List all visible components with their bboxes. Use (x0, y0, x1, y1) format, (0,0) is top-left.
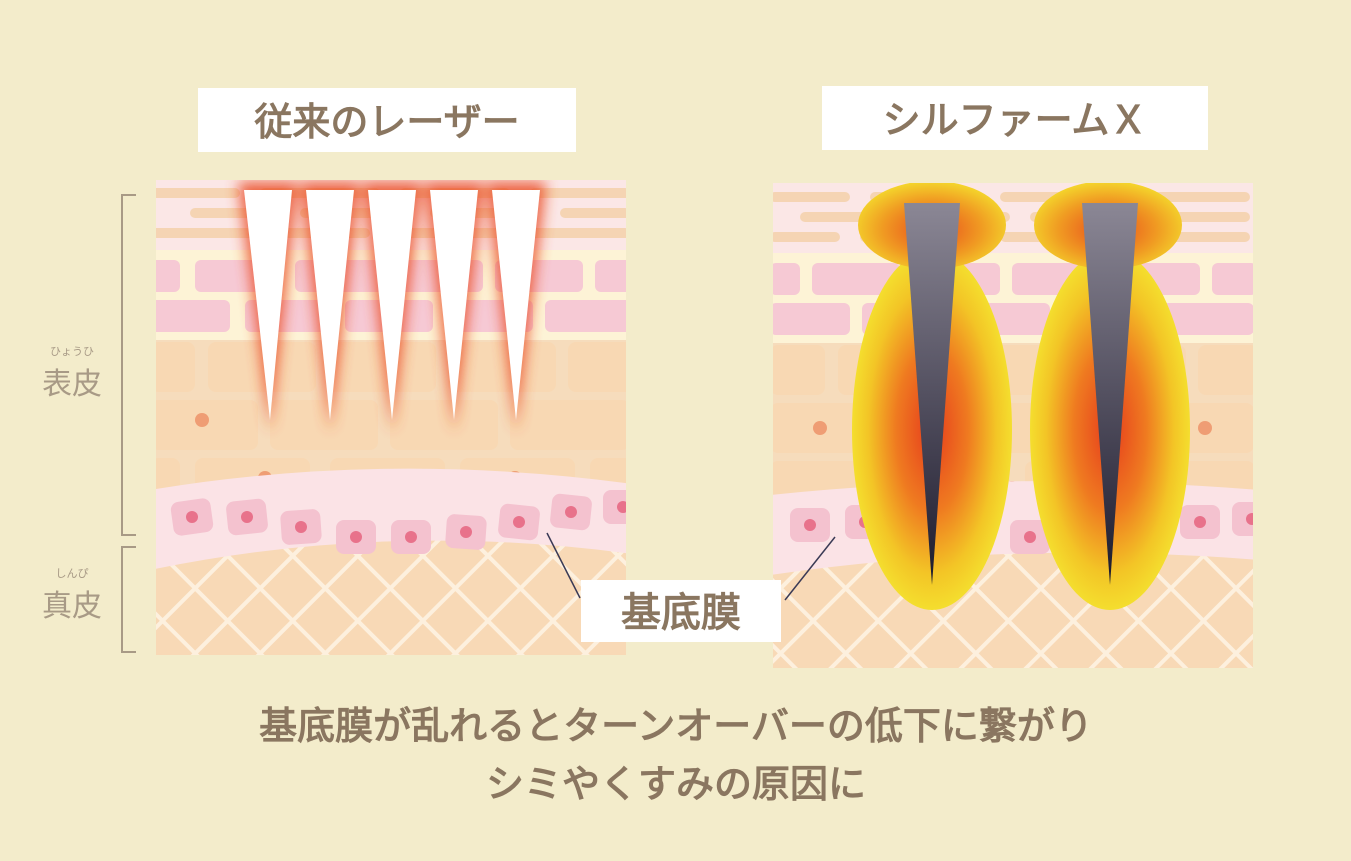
microneedle-1 (904, 203, 960, 585)
basement-membrane-callout: 基底膜 (546, 532, 836, 642)
rf-heat-zone-2 (1030, 183, 1190, 610)
dermis-label: 真皮 (42, 589, 102, 624)
left-basal-cells (170, 490, 626, 554)
epidermis-ruby: ひょうひ (50, 345, 94, 358)
pointer-line-right (784, 536, 836, 601)
right-basal-cells (790, 502, 1253, 554)
basement-membrane-label: 基底膜 (621, 590, 741, 636)
right-skin-panel (773, 183, 1253, 668)
pointer-line-left (546, 532, 581, 599)
left-panel-title: 従来のレーザー (253, 100, 519, 144)
laser-beams (244, 190, 540, 420)
rf-heat-zone-1 (852, 183, 1012, 610)
right-title-box: シルファームＸ (822, 86, 1208, 150)
left-title-box: 従来のレーザー (198, 88, 576, 152)
caption-line-1: 基底膜が乱れるとターンオーバーの低下に繋がり (259, 704, 1093, 748)
layer-brackets (121, 194, 136, 653)
dermis-ruby: しんぴ (56, 567, 89, 580)
right-panel-title: シルファームＸ (883, 98, 1148, 142)
epidermis-label: 表皮 (42, 367, 102, 402)
left-skin-panel (156, 180, 626, 655)
caption-line-2: シミやくすみの原因に (486, 762, 866, 806)
microneedle-2 (1082, 203, 1138, 585)
